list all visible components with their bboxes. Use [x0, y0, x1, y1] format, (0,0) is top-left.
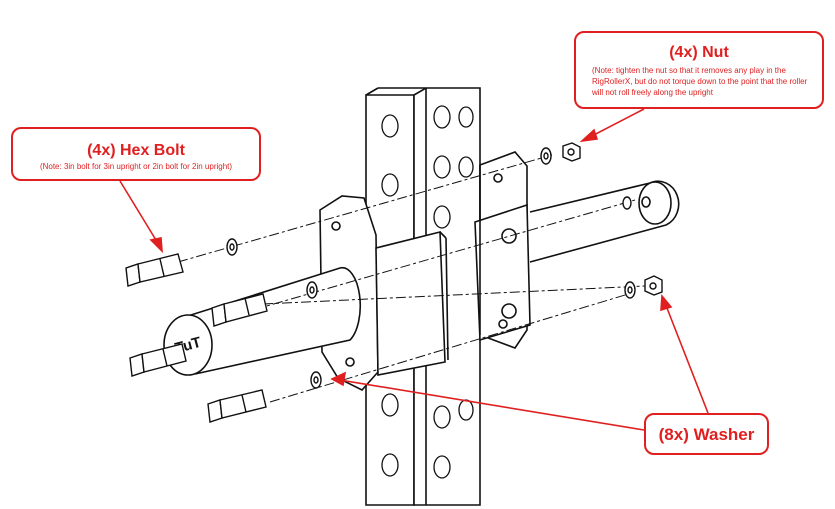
hex-bolt-2 — [211, 293, 268, 327]
hex-bolt-callout-note: (Note: 3in bolt for 3in upright or 2in b… — [39, 162, 233, 171]
washer-6 — [622, 196, 632, 210]
hex-bolt-callout-title: (4x) Hex Bolt — [87, 142, 185, 159]
hex-bolt-1 — [125, 253, 184, 287]
hex-bolt-callout: (4x) Hex Bolt (Note: 3in bolt for 3in up… — [11, 127, 261, 181]
assembly-lines — [177, 154, 646, 403]
hex-bolt-4 — [207, 389, 267, 423]
hex-bolt-3 — [129, 343, 187, 377]
callout-arrows — [119, 108, 709, 431]
right-bracket — [474, 151, 531, 349]
washer-callout-title: (8x) Washer — [658, 425, 755, 444]
nuts — [562, 142, 663, 296]
nut-callout-note: (Note: tighten the nut so that it remove… — [592, 66, 808, 97]
right-roller — [529, 180, 680, 263]
nut-callout: (4x) Nut (Note: tighten the nut so that … — [574, 31, 824, 109]
upright-holes — [381, 105, 474, 479]
washers — [226, 147, 636, 389]
nut-callout-title: (4x) Nut — [669, 44, 729, 61]
washer-callout: (8x) Washer — [644, 413, 769, 455]
